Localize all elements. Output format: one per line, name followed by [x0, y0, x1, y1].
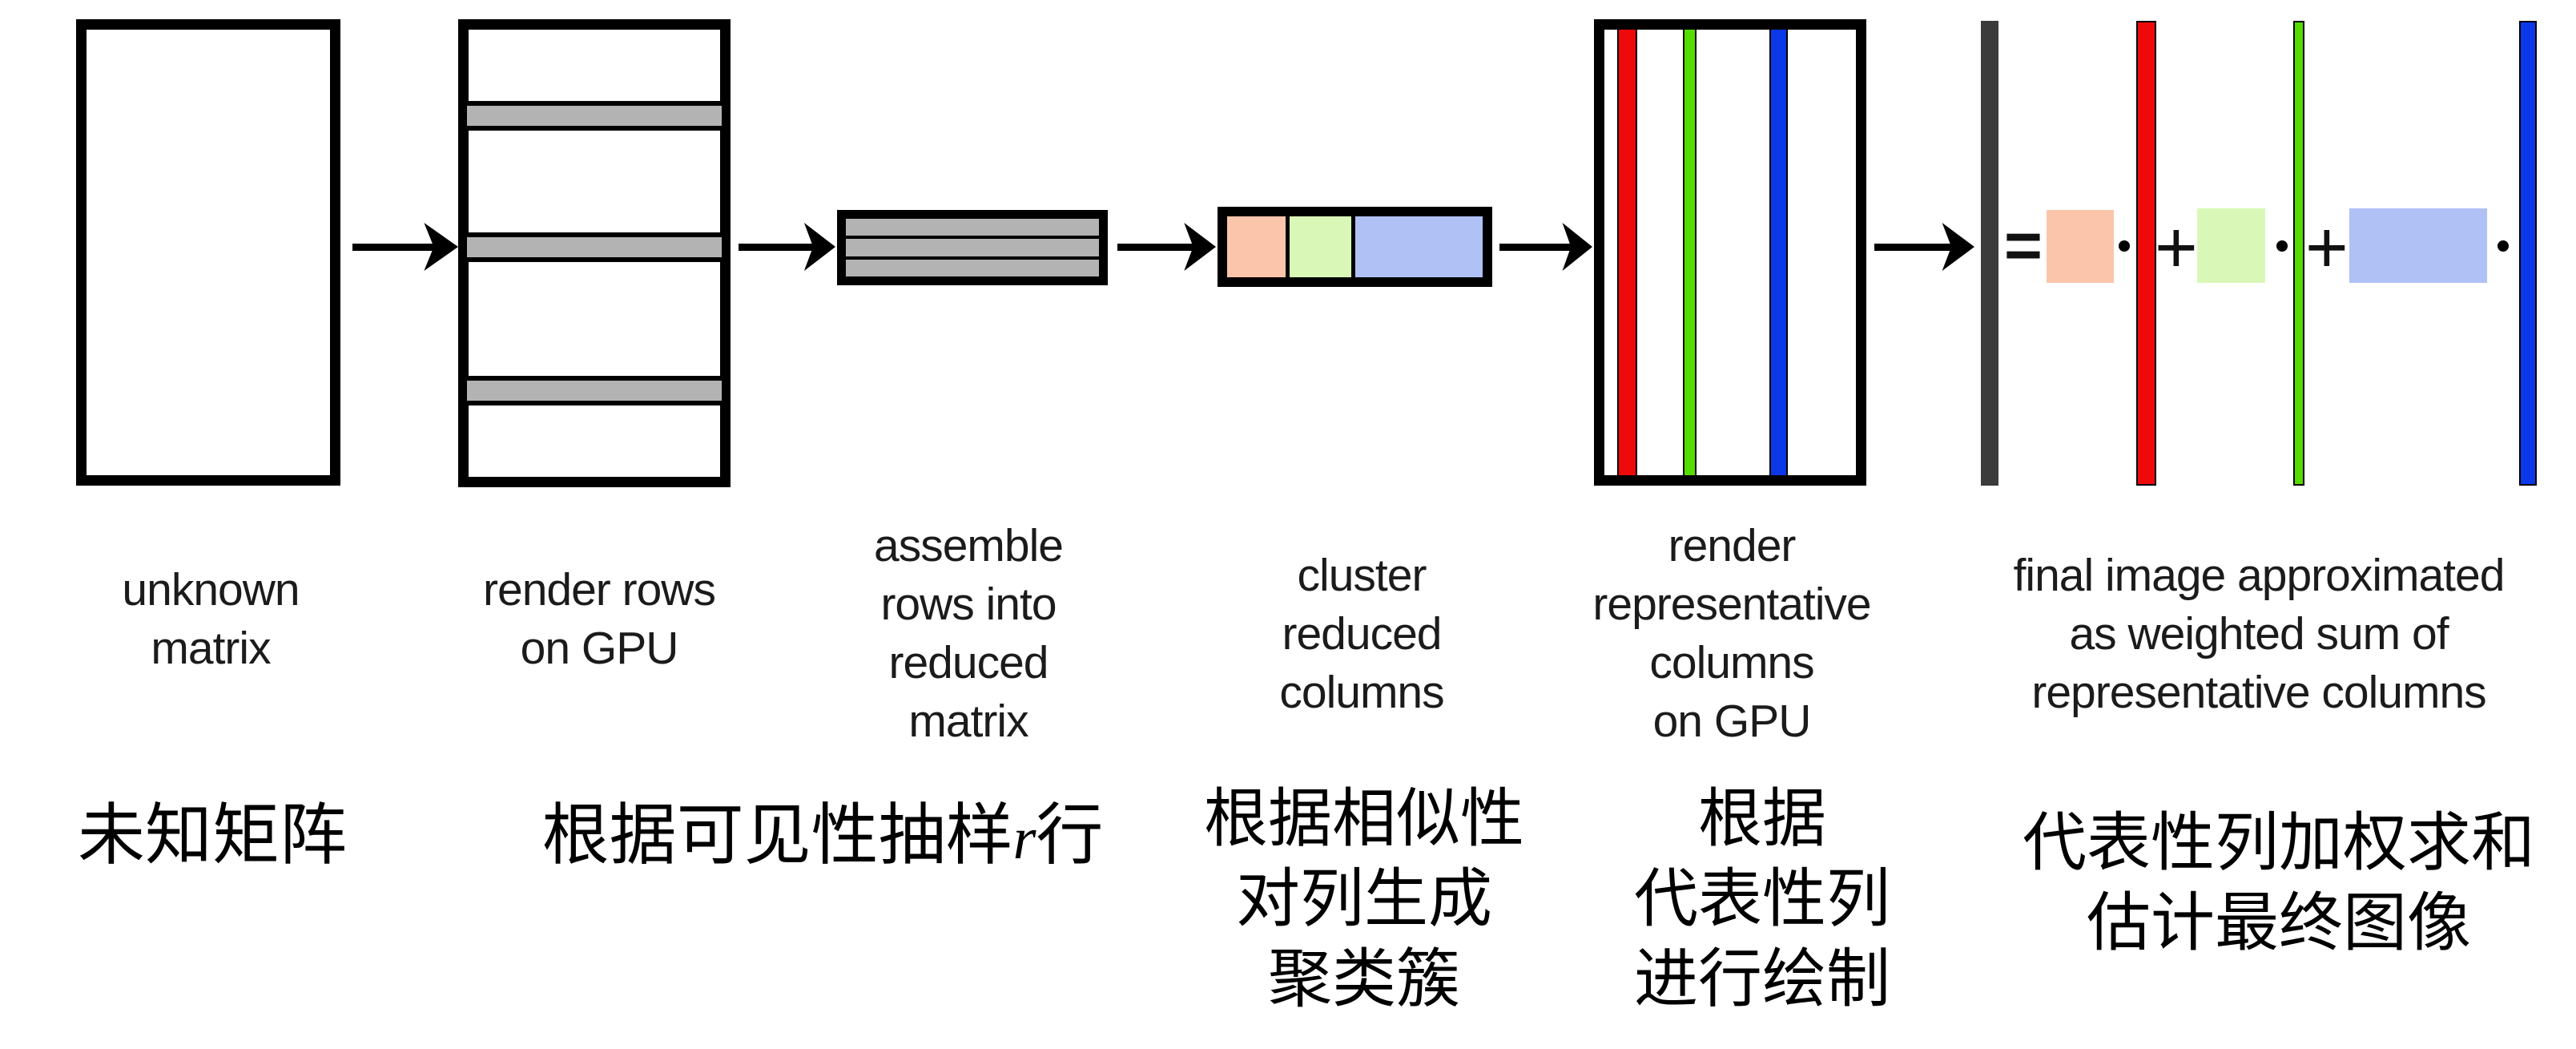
caption-line: assemble [874, 520, 1064, 571]
caption-line: columns [1279, 667, 1444, 718]
caption-zh-unknown-matrix: 未知矩阵 [78, 795, 347, 875]
representative-column-blue [1769, 28, 1788, 477]
caption-line: 聚类簇 [1268, 943, 1460, 1015]
caption-line: render [1668, 520, 1797, 571]
caption-line: 对列生成 [1236, 863, 1492, 934]
caption-line: render rows [483, 564, 716, 615]
blue-column-bar [2519, 21, 2537, 486]
flow-arrow-icon [739, 221, 835, 272]
caption-line: as weighted sum of [2069, 608, 2449, 660]
caption-en-assemble-reduced: assemble rows into reduced matrix [874, 517, 1064, 751]
caption-line: 估计最终图像 [2087, 887, 2471, 958]
caption-line: representative columns [2031, 667, 2486, 718]
plus-sign: + [2155, 207, 2198, 288]
caption-zh-weighted-sum: 代表性列加权求和 估计最终图像 [2023, 803, 2535, 963]
caption-line: reduced [1282, 608, 1443, 660]
caption-line: representative [1592, 579, 1871, 630]
cluster-box [1218, 207, 1492, 287]
caption-en-unknown-matrix: unknown matrix [122, 561, 300, 678]
caption-line: 根据可见性抽样 [541, 797, 1013, 873]
caption-line: cluster [1297, 550, 1427, 601]
sampled-row-stripe [467, 376, 722, 405]
caption-line: rows into [880, 579, 1057, 630]
caption-en-cluster: cluster reduced columns [1279, 547, 1444, 722]
caption-line: 根据相似性 [1204, 783, 1524, 854]
cluster-segment-blue [1355, 216, 1483, 277]
final-image-column-bar [1981, 21, 1998, 486]
caption-line: reduced [888, 637, 1049, 688]
flow-arrow-icon [1117, 221, 1216, 272]
flow-arrow-icon [352, 221, 458, 272]
rendered-rows-matrix-box [458, 19, 731, 487]
caption-line: 根据 [1698, 783, 1826, 854]
sampled-row-stripe [467, 101, 722, 131]
caption-zh-representative-columns: 根据 代表性列 进行绘制 [1634, 779, 1890, 1019]
caption-line: on GPU [1652, 696, 1812, 747]
multiply-dot-icon [2276, 240, 2288, 252]
math-variable-r: r [1012, 805, 1036, 871]
red-column-bar [2136, 21, 2156, 486]
green-column-bar [2293, 21, 2304, 486]
cluster-segment-pink [1227, 216, 1286, 277]
plus-sign: + [2305, 207, 2349, 288]
caption-en-render-rows: render rows on GPU [483, 561, 716, 678]
equals-sign: = [2004, 209, 2043, 282]
weight-square-pink [2047, 210, 2114, 283]
caption-line: 代表性列加权求和 [2023, 807, 2535, 878]
reduced-matrix-row [846, 239, 1099, 260]
reduced-matrix-row [846, 219, 1099, 240]
caption-zh-sample-rows: 根据可见性抽样r行 [542, 795, 1104, 878]
caption-line: 行 [1036, 797, 1104, 873]
caption-en-weighted-sum: final image approximated as weighted sum… [2013, 547, 2506, 722]
flow-arrow-icon [1499, 221, 1592, 272]
caption-line: final image approximated [2013, 550, 2506, 601]
flow-arrow-icon [1874, 221, 1974, 272]
multiply-dot-icon [2498, 240, 2509, 252]
caption-line: matrix [151, 623, 271, 674]
caption-line: unknown [122, 564, 300, 615]
caption-en-representative-columns: render representative columns on GPU [1592, 517, 1871, 751]
caption-zh-cluster: 根据相似性 对列生成 聚类簇 [1204, 779, 1524, 1019]
representative-column-green [1683, 28, 1697, 477]
caption-line: 未知矩阵 [77, 797, 348, 873]
caption-line: on GPU [520, 623, 679, 674]
multiply-dot-icon [2119, 240, 2130, 252]
unknown-matrix-box [76, 19, 340, 486]
caption-line: 进行绘制 [1634, 943, 1890, 1015]
weight-rect-blue [2349, 208, 2487, 283]
representative-columns-box [1594, 19, 1866, 486]
reduced-matrix-box [837, 210, 1108, 285]
reduced-matrix-row [846, 259, 1099, 276]
caption-line: 代表性列 [1634, 863, 1890, 934]
caption-line: columns [1649, 637, 1814, 688]
representative-column-red [1617, 28, 1637, 477]
sampled-row-stripe [467, 232, 722, 262]
cluster-segment-green [1286, 216, 1355, 277]
weight-square-green [2197, 208, 2265, 283]
caption-line: matrix [908, 696, 1028, 747]
